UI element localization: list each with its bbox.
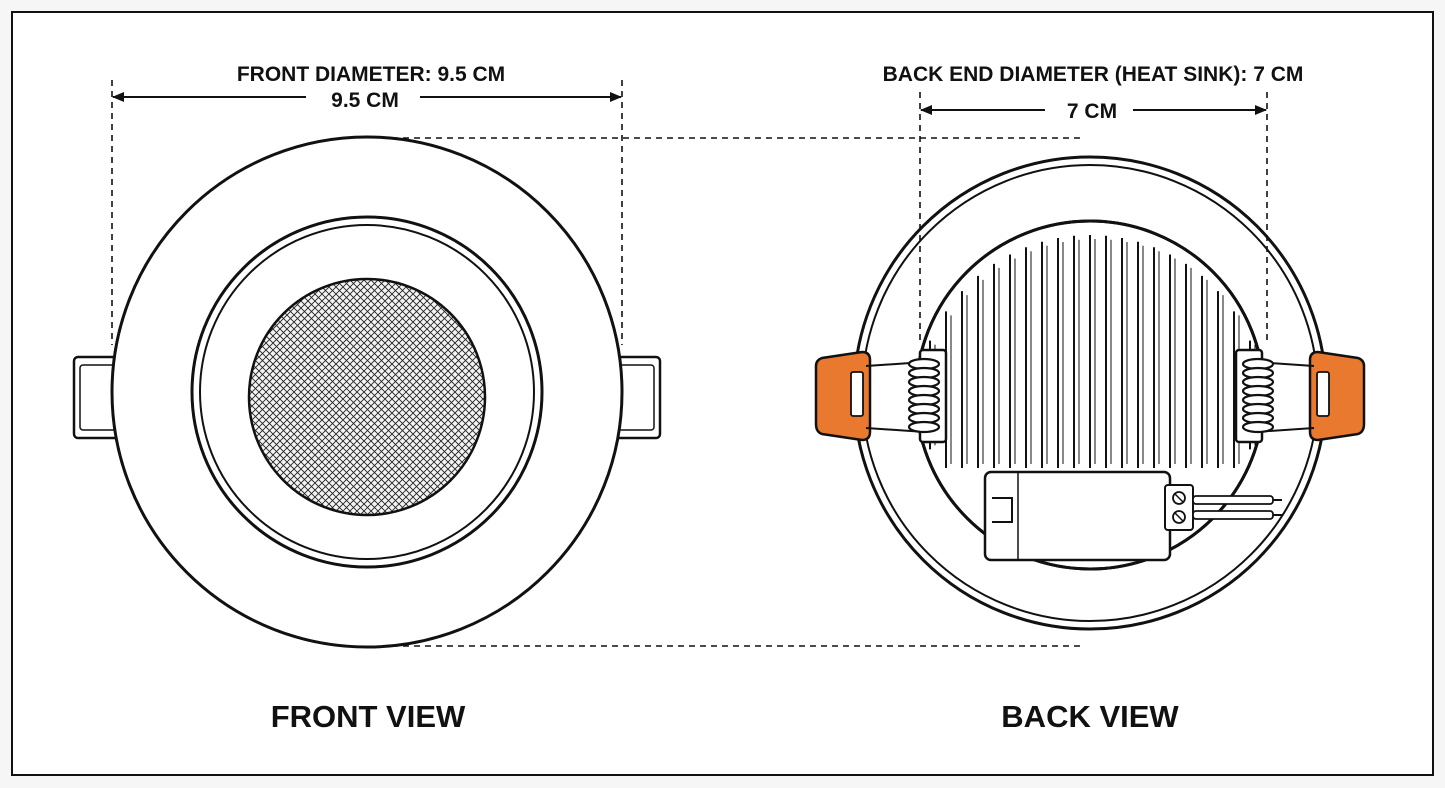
terminal-block xyxy=(1164,484,1194,531)
back-left-spring-clip xyxy=(814,348,948,444)
back-view-caption: BACK VIEW xyxy=(1001,699,1179,734)
power-wire-top xyxy=(1192,495,1274,505)
back-diameter-value: 7 CM xyxy=(1067,100,1117,123)
front-bezel-inner xyxy=(199,224,535,560)
front-view-drawing xyxy=(72,135,662,649)
back-diameter-title: BACK END DIAMETER (HEAT SINK): 7 CM xyxy=(883,63,1304,86)
front-dimension xyxy=(111,80,623,345)
back-view-drawing xyxy=(814,155,1366,631)
front-diameter-title: FRONT DIAMETER: 9.5 CM xyxy=(237,63,505,86)
front-diameter-value: 9.5 CM xyxy=(331,89,399,112)
front-bezel-outer xyxy=(190,215,544,569)
terminal-screw-bottom xyxy=(1172,510,1186,524)
spring-coil-turn xyxy=(907,420,941,434)
back-right-spring-clip xyxy=(1234,348,1366,444)
power-wire-bottom xyxy=(1192,510,1274,520)
front-view-caption: FRONT VIEW xyxy=(271,699,466,734)
back-dimension xyxy=(919,92,1268,345)
spring-coil-turn xyxy=(1241,420,1275,434)
led-driver-cable-hook xyxy=(992,497,1013,523)
front-lens-mesh xyxy=(247,277,487,517)
terminal-screw-top xyxy=(1172,491,1186,505)
